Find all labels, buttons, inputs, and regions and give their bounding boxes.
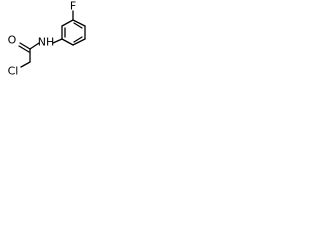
ring-bond-2 — [72, 19, 86, 27]
fluorine-label: F — [70, 0, 76, 13]
chemical-structure-diagram: F NH O Cl — [8, 0, 86, 78]
carbonyl-double-bond-a — [19, 42, 31, 50]
ring-bond-1 — [61, 19, 74, 27]
ring-double-bond-1 — [73, 22, 83, 29]
carbonyl-double-bond-b — [18, 45, 30, 53]
chlorine-label: Cl — [8, 65, 19, 78]
oxygen-label: O — [8, 34, 17, 47]
ring-to-nitrogen-bond — [52, 38, 63, 44]
nitrogen-to-carbonyl-bond — [29, 42, 40, 50]
ring-bond-5 — [61, 38, 74, 46]
ring-bond-4 — [72, 38, 86, 46]
ring-double-bond-2 — [73, 36, 83, 43]
methylene-to-chlorine-bond — [20, 61, 31, 68]
nitrogen-label: NH — [38, 36, 55, 49]
